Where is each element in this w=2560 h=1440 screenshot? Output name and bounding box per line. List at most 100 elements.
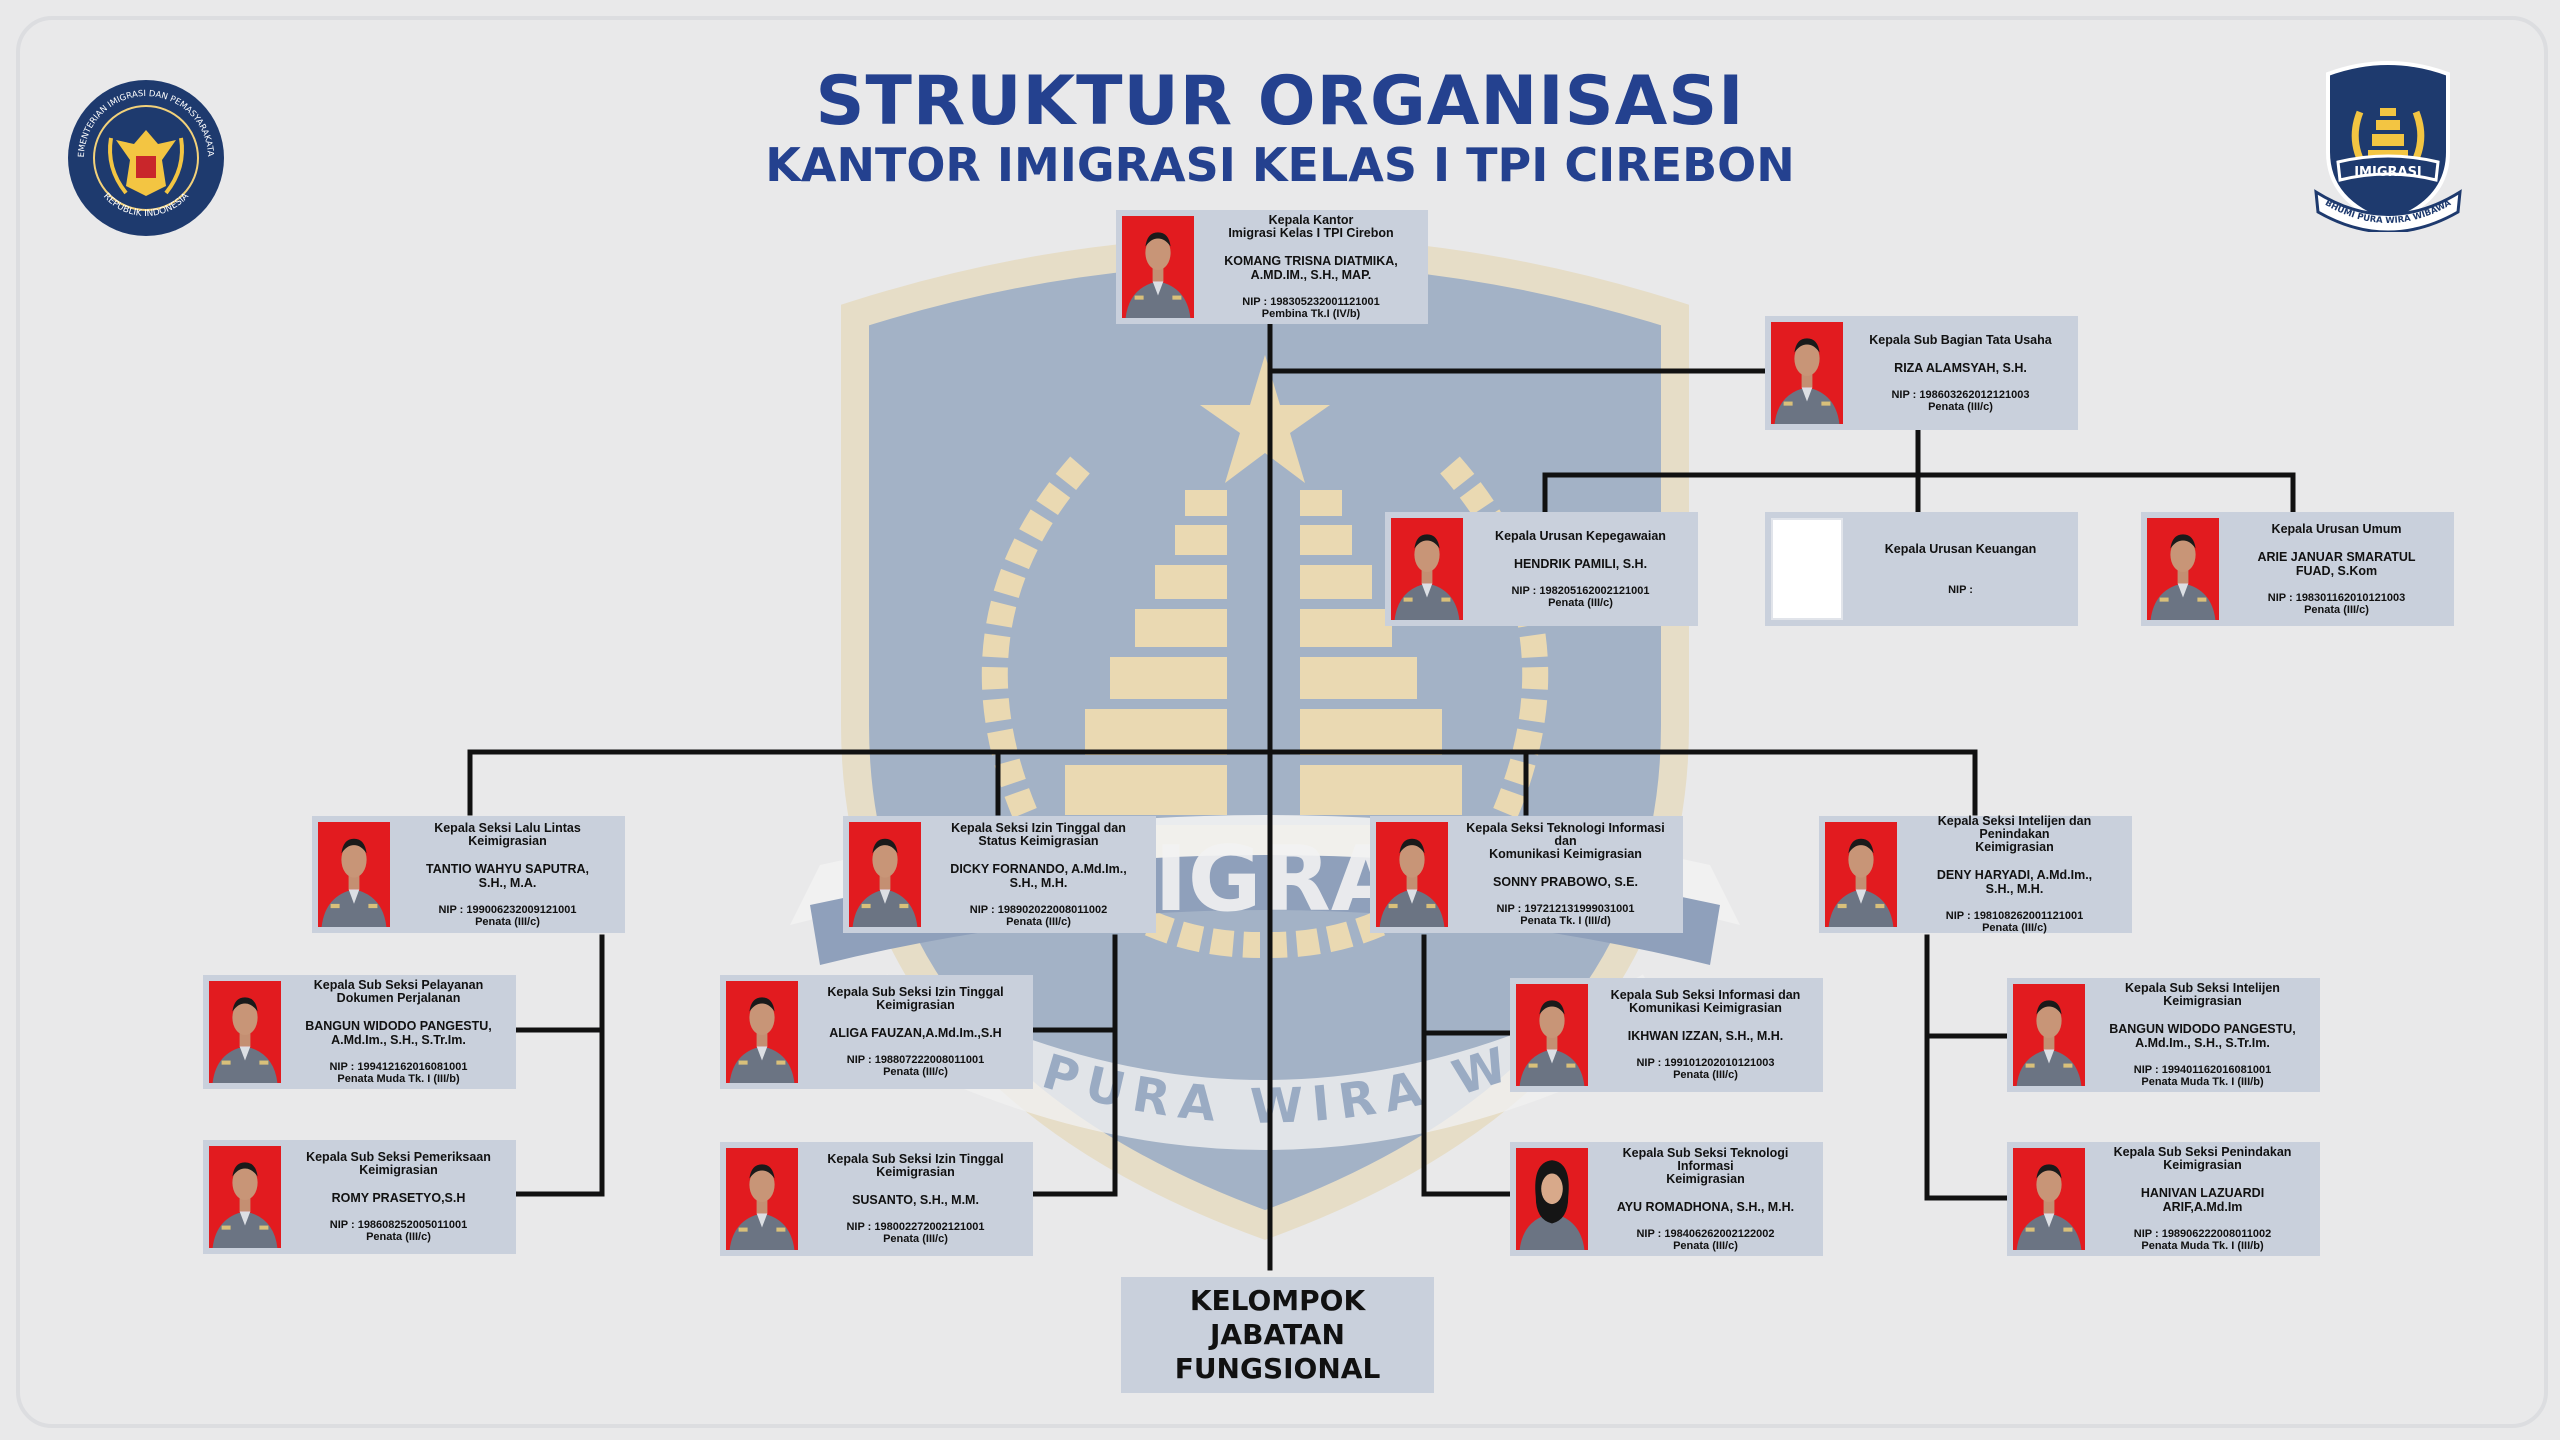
position-title: Kepala Sub Seksi Pemeriksaan Keimigrasia… <box>306 1150 491 1177</box>
official-name: DENY HARYADI, A.Md.Im., S.H., M.H. <box>1936 868 2093 896</box>
ministry-logo: KEMENTERIAN IMIGRASI DAN PEMASYARAKATAN … <box>66 78 224 236</box>
official-rank: Penata (III/c) <box>1673 1069 1738 1081</box>
org-card-izin2: Kepala Sub Seksi Izin Tinggal Keimigrasi… <box>720 1142 1033 1256</box>
official-name: SUSANTO, S.H., M.M. <box>852 1193 979 1207</box>
official-name: IKHWAN IZZAN, S.H., M.H. <box>1627 1029 1784 1043</box>
org-card-izin1: Kepala Sub Seksi Izin Tinggal Keimigrasi… <box>720 975 1033 1089</box>
position-title: Kepala Sub Seksi Izin Tinggal Keimigrasi… <box>827 1152 1004 1179</box>
official-rank: Penata (III/c) <box>883 1233 948 1245</box>
official-nip: NIP : <box>1948 583 1973 596</box>
official-nip: NIP : 198305232001121001 <box>1242 296 1380 308</box>
official-nip: NIP : 199006232009121001 <box>438 903 577 916</box>
official-nip: NIP : 198608252005011001 <box>329 1219 468 1231</box>
org-card-text: Kepala Sub Seksi Izin Tinggal Keimigrasi… <box>804 979 1027 1085</box>
official-nip: NIP : 199401162016081001 <box>2133 1064 2272 1076</box>
position-title: Kepala Urusan Kepegawaian <box>1495 528 1666 543</box>
fungsional-line2: JABATAN <box>1210 1318 1345 1351</box>
position-title: Kepala Sub Bagian Tata Usaha <box>1869 332 2052 347</box>
official-nip: NIP : 199412162016081001 <box>329 1061 468 1073</box>
org-card-text: Kepala Sub Seksi Pelayanan Dokumen Perja… <box>287 978 510 1086</box>
official-photo <box>726 1148 798 1250</box>
org-card-text: Kepala Sub Seksi Pemeriksaan Keimigrasia… <box>287 1144 510 1250</box>
official-rank: Penata (III/c) <box>1673 1239 1738 1252</box>
official-photo <box>318 822 390 927</box>
position-title: Kepala Sub Seksi Intelijen Keimigrasian <box>2125 981 2280 1008</box>
official-name: KOMANG TRISNA DIATMIKA, A.MD.IM., S.H., … <box>1224 254 1398 282</box>
org-card-text: Kepala Seksi Intelijen dan Penindakan Ke… <box>1903 815 2126 935</box>
page-subtitle: KANTOR IMIGRASI KELAS I TPI CIREBON <box>765 138 1795 192</box>
official-photo <box>1825 822 1897 927</box>
official-rank: Penata (III/c) <box>1928 400 1993 413</box>
org-card-penindakan: Kepala Sub Seksi Penindakan Keimigrasian… <box>2007 1142 2320 1256</box>
official-nip: NIP : 198906222008011002 <box>2133 1228 2272 1240</box>
official-photo <box>1516 1148 1588 1250</box>
position-title: Kepala Sub Seksi Teknologi Informasi Kei… <box>1622 1145 1789 1186</box>
page-frame <box>16 16 2548 1428</box>
position-title: Kepala Sub Seksi Penindakan Keimigrasian <box>2113 1145 2292 1172</box>
official-rank: Penata (III/c) <box>475 915 540 928</box>
org-card-text: Kepala Seksi Teknologi Informasi dan Kom… <box>1454 820 1677 929</box>
org-card-tik: Kepala Seksi Teknologi Informasi dan Kom… <box>1370 816 1683 933</box>
org-card-text: Kepala Sub Seksi Teknologi Informasi Kei… <box>1594 1146 1817 1252</box>
official-nip: NIP : 198603262012121003 <box>1891 388 2030 401</box>
org-card-text: Kepala Sub Seksi Penindakan Keimigrasian… <box>2091 1145 2314 1253</box>
official-photo <box>2147 518 2219 620</box>
org-card-pelayanan: Kepala Sub Seksi Pelayanan Dokumen Perja… <box>203 975 516 1089</box>
official-rank: Penata Muda Tk. I (III/b) <box>2141 1240 2264 1252</box>
official-rank: Penata (III/c) <box>366 1231 431 1243</box>
official-photo <box>209 1146 281 1248</box>
official-name: HANIVAN LAZUARDI ARIF,A.Md.Im <box>2140 1186 2265 1214</box>
official-name: RIZA ALAMSYAH, S.H. <box>1894 360 2027 375</box>
position-title: Kepala Seksi Izin Tinggal dan Status Kei… <box>951 820 1126 848</box>
position-title: Kepala Urusan Umum <box>2271 521 2402 536</box>
official-nip: NIP : 198902022008011002 <box>969 903 1108 916</box>
official-name: DICKY FORNANDO, A.Md.Im., S.H., M.H. <box>950 861 1127 890</box>
org-card-pemeriksaan: Kepala Sub Seksi Pemeriksaan Keimigrasia… <box>203 1140 516 1254</box>
fungsional-line1: KELOMPOK <box>1189 1284 1366 1317</box>
official-name: AYU ROMADHONA, S.H., M.H. <box>1616 1199 1795 1214</box>
official-name: TANTIO WAHYU SAPUTRA, S.H., M.A. <box>426 861 589 890</box>
official-name: BANGUN WIDODO PANGESTU, A.Md.Im., S.H., … <box>305 1019 492 1047</box>
position-title: Kepala Urusan Keuangan <box>1884 541 2037 556</box>
official-name: HENDRIK PAMILI, S.H. <box>1513 556 1648 571</box>
org-card-teknologi: Kepala Sub Seksi Teknologi Informasi Kei… <box>1510 1142 1823 1256</box>
position-title: Kepala Seksi Lalu Lintas Keimigrasian <box>434 820 581 848</box>
org-card-kakan: Kepala Kantor Imigrasi Kelas I TPI Cireb… <box>1116 210 1428 324</box>
official-name: SONNY PRABOWO, S.E. <box>1493 875 1638 889</box>
org-card-inteldak: Kepala Seksi Intelijen dan Penindakan Ke… <box>1819 815 2132 935</box>
position-title: Kepala Sub Seksi Pelayanan Dokumen Perja… <box>313 978 484 1005</box>
page-title: STRUKTUR ORGANISASI <box>815 62 1745 141</box>
official-rank: Penata (III/c) <box>1982 922 2047 934</box>
official-rank: Pembina Tk.I (IV/b) <box>1261 308 1361 320</box>
official-photo <box>849 822 921 927</box>
official-nip: NIP : 198406262002122002 <box>1636 1227 1775 1240</box>
official-nip: NIP : 198002272002121001 <box>846 1221 985 1233</box>
official-photo <box>1771 322 1843 424</box>
org-card-text: Kepala Sub Seksi Izin Tinggal Keimigrasi… <box>804 1146 1027 1252</box>
org-card-text: Kepala Kantor Imigrasi Kelas I TPI Cireb… <box>1200 214 1422 321</box>
official-name: ARIE JANUAR SMARATUL FUAD, S.Kom <box>2257 549 2416 578</box>
official-rank: Penata (III/c) <box>1006 915 1071 928</box>
official-photo <box>1516 984 1588 1086</box>
official-rank: Penata (III/c) <box>2304 603 2369 616</box>
official-name: ROMY PRASETYO,S.H <box>331 1191 466 1205</box>
official-name: ALIGA FAUZAN,A.Md.Im.,S.H <box>829 1026 1002 1040</box>
org-card-infokom: Kepala Sub Seksi Informasi dan Komunikas… <box>1510 978 1823 1092</box>
official-name: BANGUN WIDODO PANGESTU, A.Md.Im., S.H., … <box>2109 1022 2296 1050</box>
official-photo <box>2013 1148 2085 1250</box>
imigrasi-logo-banner: IMIGRASI <box>2354 165 2422 180</box>
position-title: Kepala Sub Seksi Izin Tinggal Keimigrasi… <box>827 985 1004 1012</box>
official-photo <box>1122 216 1194 318</box>
